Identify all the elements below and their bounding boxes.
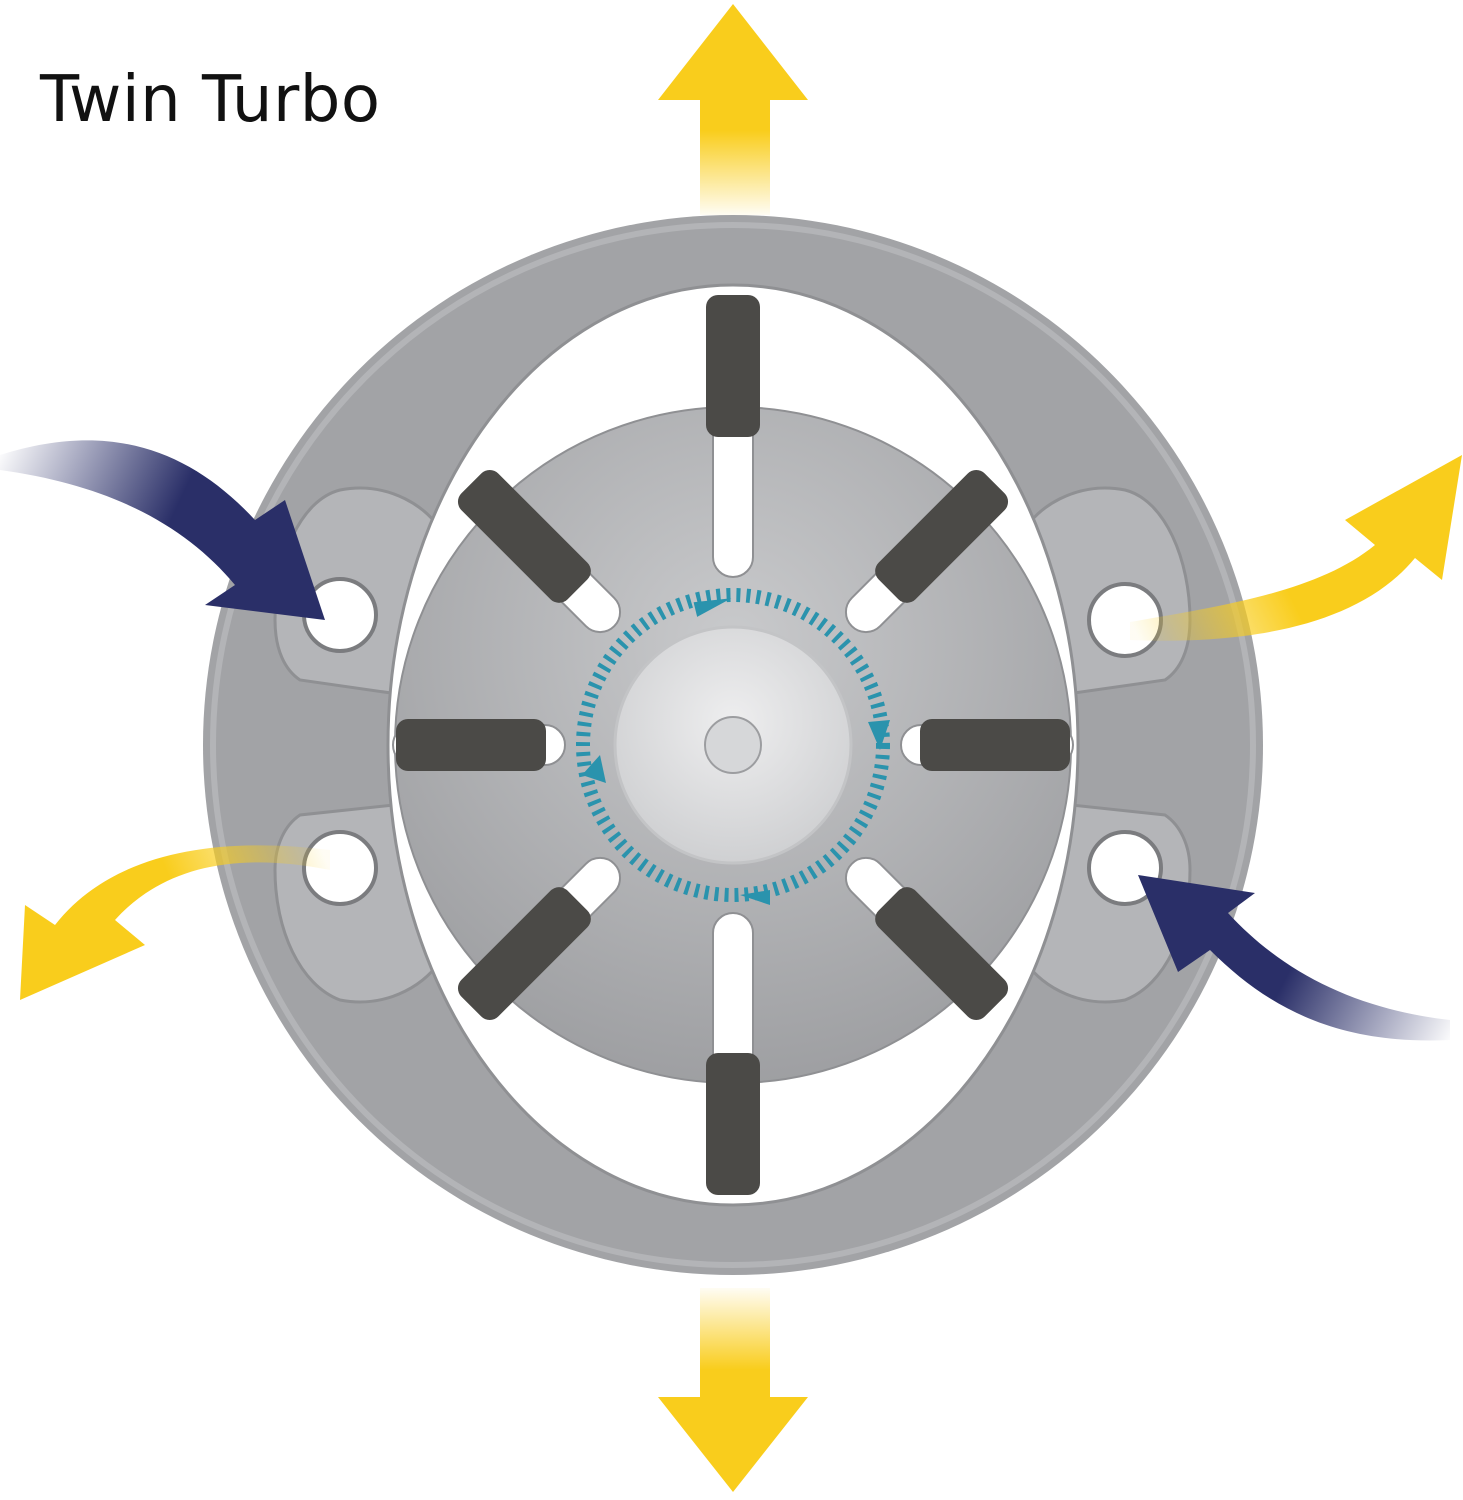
vane-left [396, 719, 546, 771]
vane-top [706, 295, 760, 437]
vanes [392, 295, 1074, 1195]
diagram-title: Twin Turbo [40, 63, 381, 137]
exhaust-arrow-top [658, 4, 808, 215]
intake-arrow-right [1138, 875, 1450, 1041]
hub-axle [704, 716, 762, 774]
exhaust-port-lower-left [302, 830, 378, 906]
intake-arrow-left [0, 440, 325, 620]
vane-bottom-left [457, 887, 591, 1021]
vane-right [920, 719, 1070, 771]
exhaust-arrow-right [1130, 455, 1462, 641]
exhaust-arrow-bottom [658, 1288, 808, 1492]
vane-bottom-right [875, 887, 1009, 1021]
rotation-indicator [576, 588, 890, 905]
vane-top-right [875, 469, 1009, 603]
vane-top-left [457, 469, 591, 603]
vane-bottom [706, 1053, 760, 1195]
exhaust-arrow-left [20, 845, 330, 1000]
